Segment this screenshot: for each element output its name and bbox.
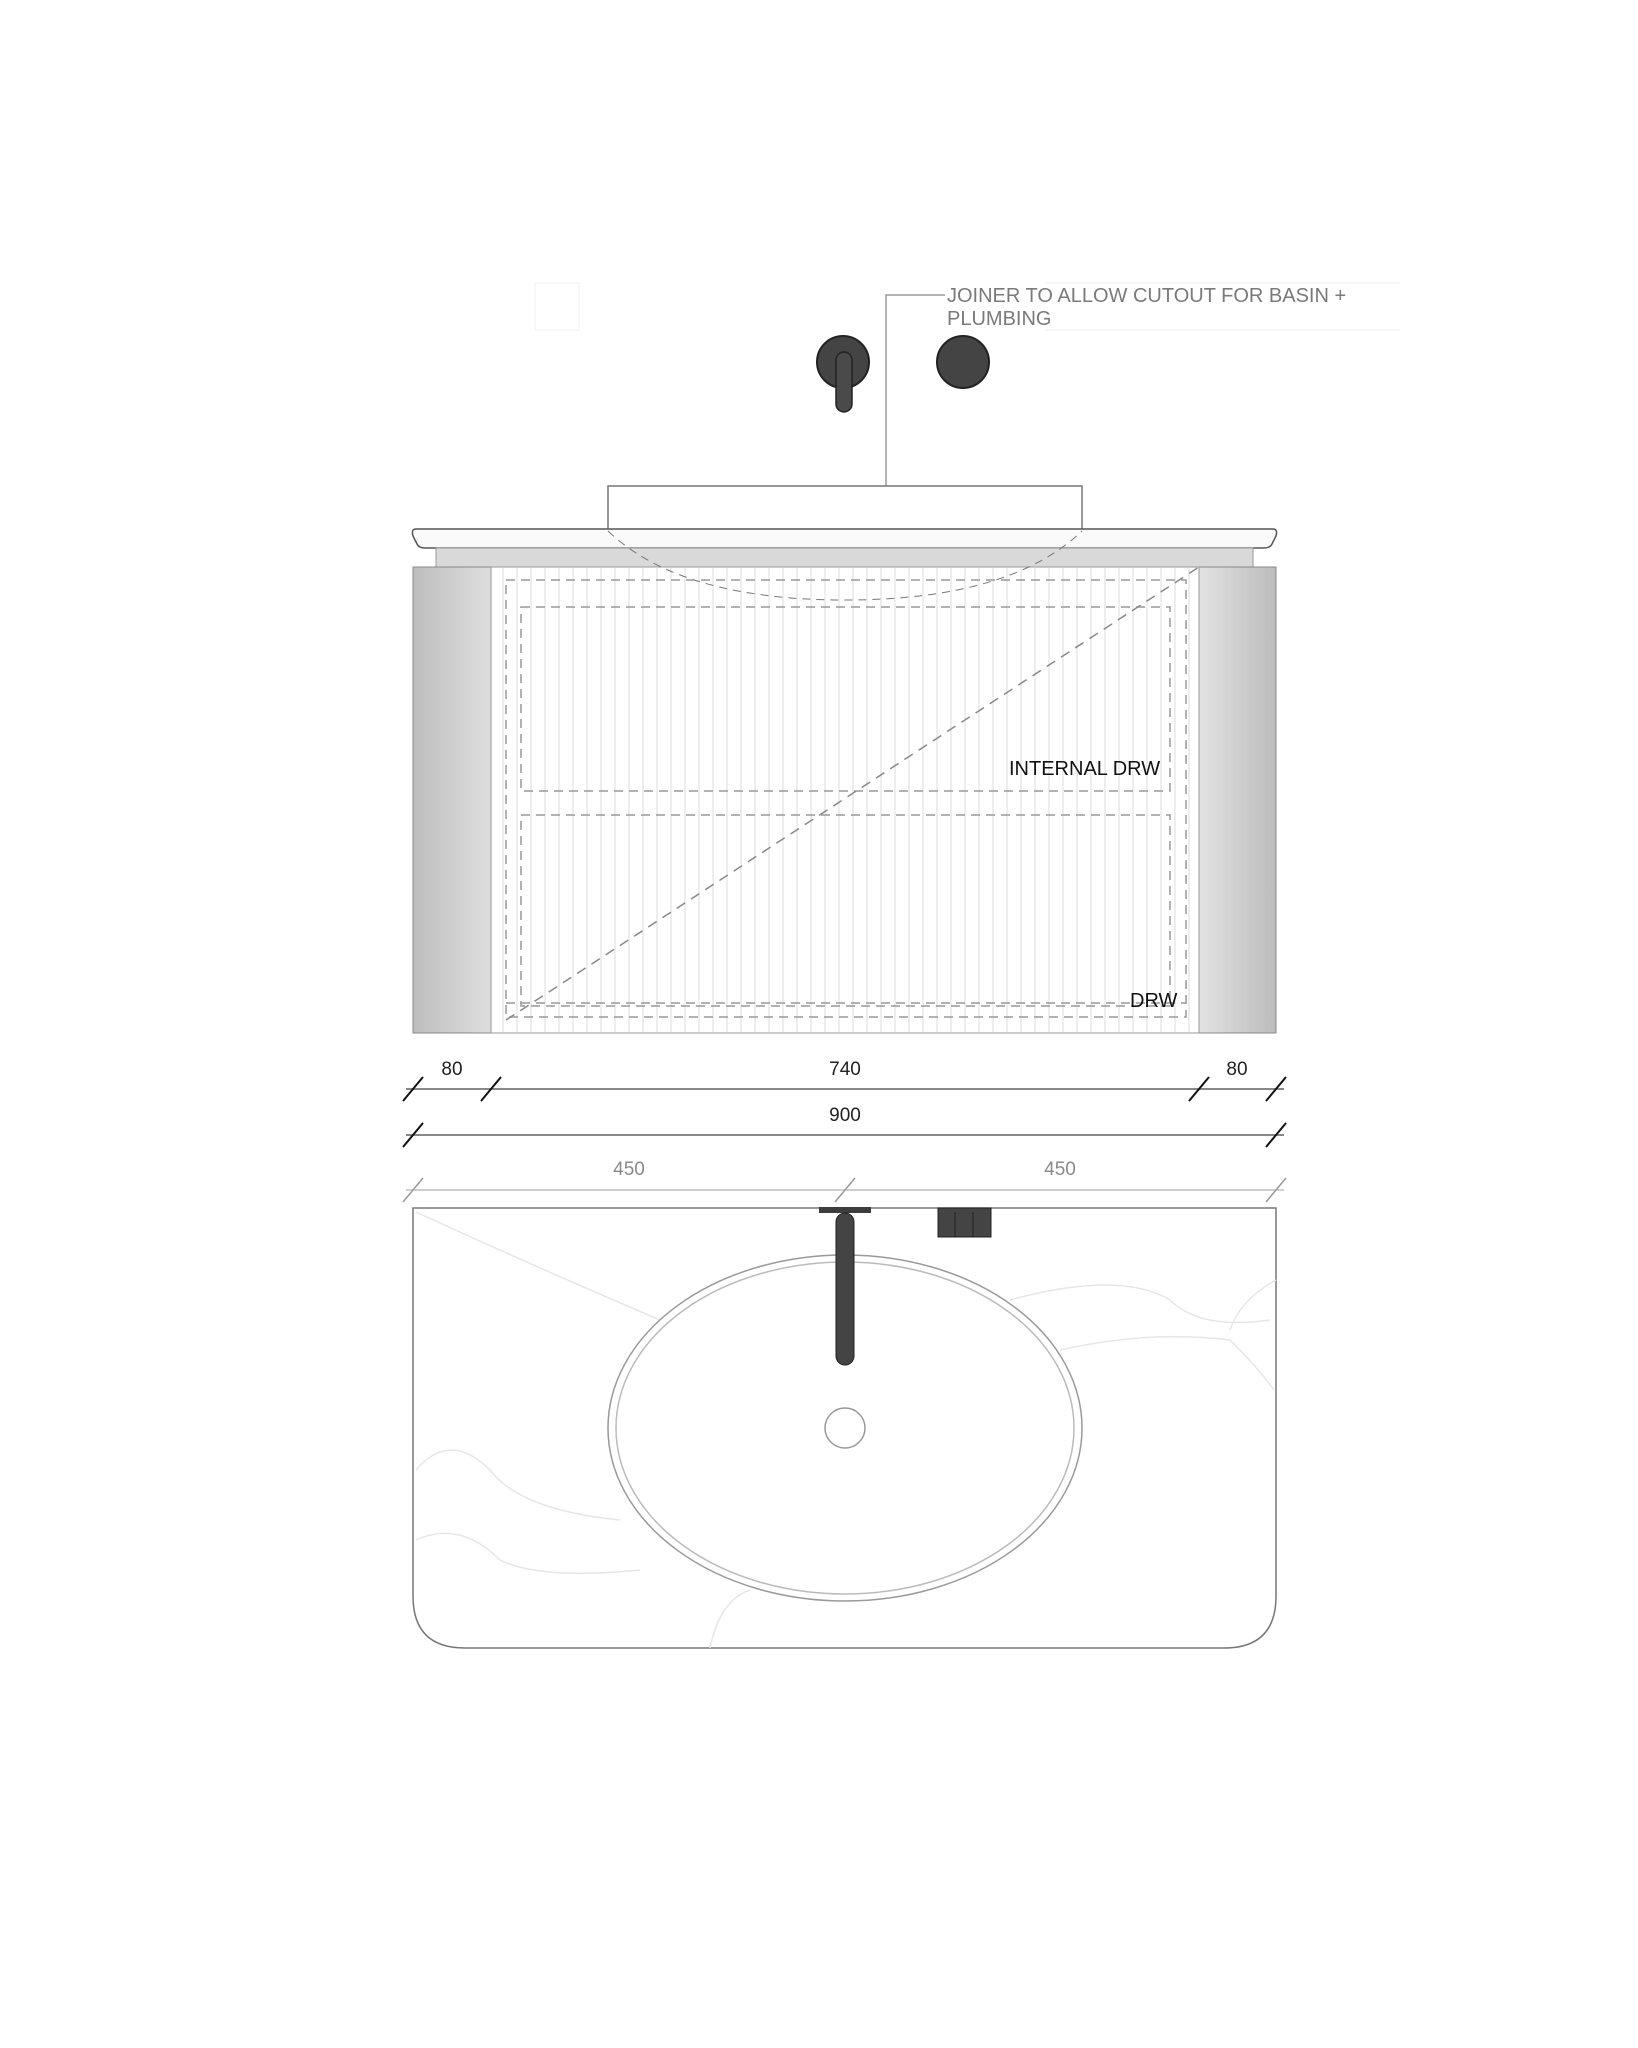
- dim-center: 740: [829, 1059, 861, 1080]
- annotation-text-line2: PLUMBING: [947, 308, 1051, 330]
- basin-elevation: [607, 485, 1083, 532]
- dim-half-left: 450: [613, 1159, 645, 1180]
- marble-veins: [415, 1211, 1277, 1649]
- spout-plan-icon: [819, 1207, 871, 1366]
- dimension-ticks-secondary: [402, 1177, 1287, 1203]
- dimension-ticks: [402, 1076, 1287, 1148]
- drain-icon: [824, 1407, 866, 1449]
- faint-frame: [534, 282, 580, 331]
- mixer-plan-icon: [937, 1207, 992, 1238]
- right-side-panel: [1198, 566, 1277, 1034]
- left-side-panel: [412, 566, 492, 1034]
- countertop-plan: [412, 1207, 1277, 1649]
- countertop: [411, 528, 1278, 549]
- door-swing-diagonal: [505, 566, 1200, 1021]
- wall-mixer-icon: [936, 335, 990, 389]
- annotation-text-line1: JOINER TO ALLOW CUTOUT FOR BASIN +: [947, 285, 1346, 307]
- cabinet: [412, 530, 1277, 1034]
- dim-half-right: 450: [1044, 1159, 1076, 1180]
- internal-drawer-outline: [520, 606, 1171, 792]
- dim-overall: 900: [829, 1105, 861, 1126]
- internal-drawer-label: INTERNAL DRW: [1009, 758, 1160, 780]
- basin-hidden-outline: [607, 530, 1083, 601]
- dim-left-panel: 80: [441, 1059, 462, 1080]
- countertop-support: [435, 547, 1254, 568]
- dim-right-panel: 80: [1226, 1059, 1247, 1080]
- flute-lines: [502, 568, 1190, 1032]
- drawer-label: DRW: [1130, 990, 1178, 1012]
- wall-spout-icon: [816, 335, 870, 413]
